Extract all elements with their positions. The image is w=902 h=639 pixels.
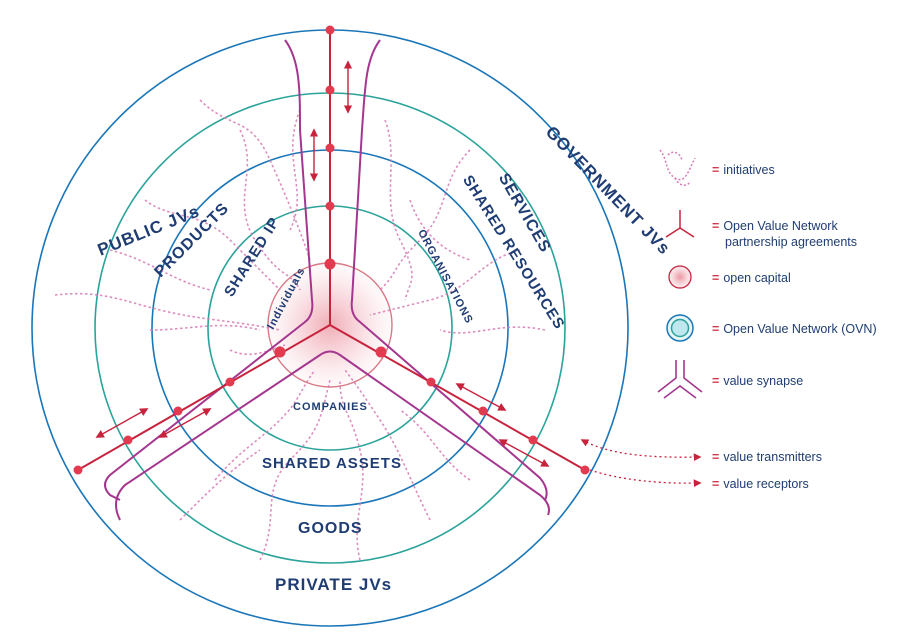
partnership-agreement-icon — [665, 210, 695, 238]
svg-text:=initiatives: =initiatives — [712, 163, 775, 177]
legend: =initiatives =Open Value Network partner… — [580, 149, 877, 491]
label-goods: GOODS — [298, 520, 363, 537]
legend-label-open-capital: open capital — [723, 271, 790, 285]
legend-value-transmitters: =value transmitters — [580, 439, 822, 464]
svg-text:=open capital: =open capital — [712, 271, 791, 285]
initiatives-tendrils — [54, 99, 546, 561]
value-synapse-channels — [104, 39, 550, 521]
legend-value-synapse: =value synapse — [657, 360, 803, 399]
label-government-jvs: GOVERNMENT JVs — [542, 122, 674, 258]
label-companies: COMPANIES — [293, 401, 368, 413]
initiatives-icon — [659, 149, 696, 186]
legend-label-ovn: Open Value Network (OVN) — [723, 322, 876, 336]
legend-partnership: =Open Value Network partnership agreemen… — [665, 210, 857, 249]
value-transmitter-icon — [580, 439, 702, 462]
legend-initiatives: =initiatives — [659, 149, 775, 186]
label-organisations: ORGANISATIONS — [415, 228, 475, 326]
open-capital-icon — [668, 265, 692, 289]
legend-label-ovn-partnership: Open Value Network — [723, 219, 838, 233]
legend-label-value-transmitters: value transmitters — [723, 450, 822, 464]
svg-text:=Open Value Network (OVN): =Open Value Network (OVN) — [712, 322, 877, 336]
value-receptor-icon — [589, 469, 702, 488]
svg-text:=Open Value Network: =Open Value Network — [712, 219, 838, 233]
value-arrows — [95, 60, 550, 467]
svg-text:=value receptors: =value receptors — [712, 477, 809, 491]
label-shared-assets: SHARED ASSETS — [262, 455, 402, 472]
svg-text:=value transmitters: =value transmitters — [712, 450, 822, 464]
label-private-jvs: PRIVATE JVs — [275, 575, 392, 594]
value-nodes — [73, 25, 590, 475]
ovn-icon — [666, 314, 694, 342]
legend-value-receptors: =value receptors — [589, 469, 809, 491]
svg-text:=value synapse: =value synapse — [712, 374, 803, 388]
legend-label-value-receptors: value receptors — [723, 477, 808, 491]
legend-open-capital: =open capital — [668, 265, 791, 289]
ring-labels: PUBLIC JVs GOVERNMENT JVs PRIVATE JVs PR… — [95, 122, 674, 594]
legend-label-partnership-agreements: partnership agreements — [725, 235, 857, 249]
legend-label-initiatives: initiatives — [723, 163, 774, 177]
legend-label-value-synapse: value synapse — [723, 374, 803, 388]
value-synapse-icon — [657, 360, 703, 399]
legend-ovn: =Open Value Network (OVN) — [666, 314, 877, 342]
